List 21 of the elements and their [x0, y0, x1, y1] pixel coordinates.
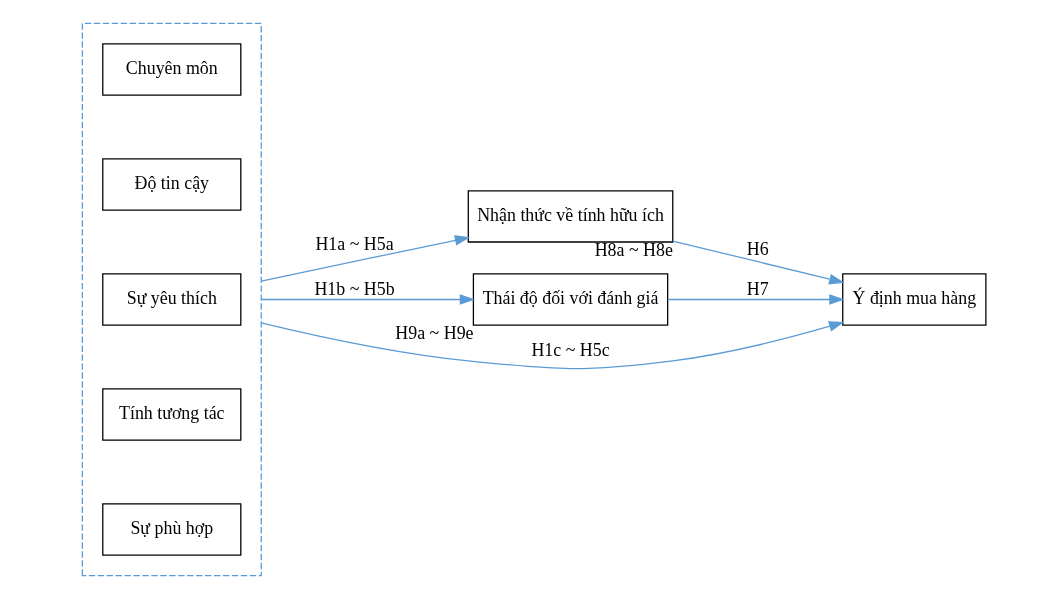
node-box: Sự yêu thích — [102, 273, 242, 326]
edge-label: H6 — [746, 239, 769, 260]
arrow — [667, 294, 845, 305]
node-label: H8a ~ H8e — [594, 240, 673, 261]
node-box: Ý định mua hàng — [842, 273, 987, 326]
edge-label: H1b ~ H5b — [314, 278, 395, 299]
node-box: Thái độ đối với đánh giá — [472, 273, 669, 326]
node-box: Sự phù hợp — [102, 503, 242, 556]
arrow — [260, 321, 845, 370]
node-box: Nhận thức về tính hữu ích — [467, 190, 674, 243]
node-label: H9a ~ H9e — [395, 323, 474, 344]
arrow — [672, 240, 845, 285]
arrow — [260, 294, 476, 305]
node-box: Tính tương tác — [102, 388, 242, 441]
cluster — [81, 22, 262, 577]
arrow — [260, 235, 471, 282]
node-box: Độ tin cậy — [102, 158, 242, 211]
node-box: Chuyên môn — [102, 43, 242, 96]
edge-label: H1a ~ H5a — [315, 233, 394, 254]
edge-label: H7 — [746, 278, 769, 299]
edge-label: H1c ~ H5c — [531, 339, 610, 360]
